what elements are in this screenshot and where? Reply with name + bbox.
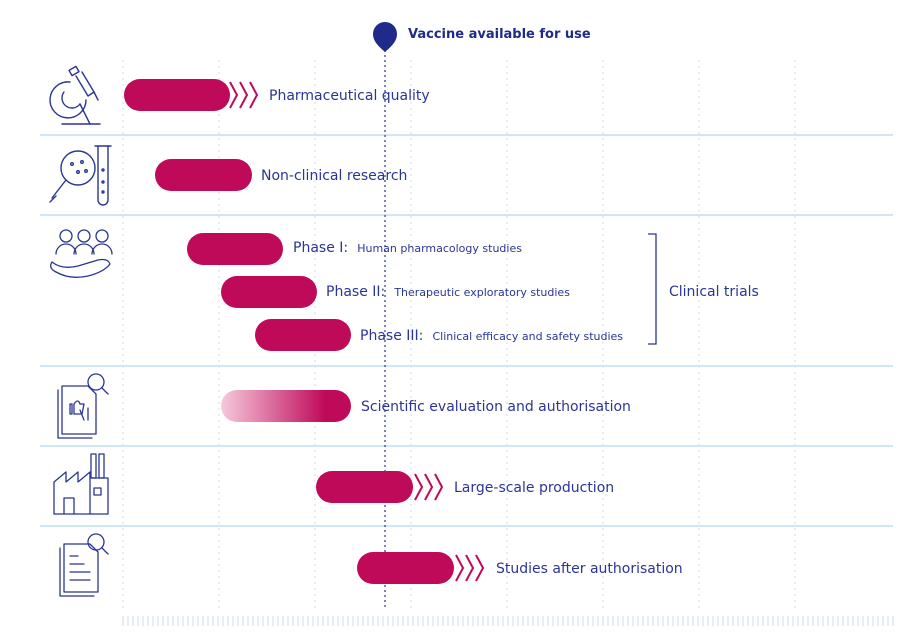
phase-2-label: Phase II: Therapeutic exploratory studie… (326, 281, 570, 300)
phase-1-label: Phase I: Human pharmacology studies (293, 237, 522, 256)
timeline-ruler (122, 616, 894, 626)
row-non-clinical-research: Non-clinical research (49, 145, 407, 206)
phase-1-prefix: Phase I: (293, 240, 348, 256)
phase-2-detail: Therapeutic exploratory studies (393, 286, 570, 299)
chevron-arrows-icon (455, 554, 485, 582)
factory-icon (53, 453, 109, 515)
phase-3-detail: Clinical efficacy and safety studies (432, 330, 623, 343)
phase-3-prefix: Phase III: (360, 328, 423, 344)
row-studies-after-authorisation: Studies after authorisation (59, 533, 683, 597)
row-label: Non-clinical research (261, 168, 407, 184)
bar-phase-3 (255, 319, 351, 351)
bar-phase-2 (221, 276, 317, 308)
people-hands-icon (50, 229, 113, 278)
row-label: Large-scale production (454, 480, 614, 496)
row-label: Studies after authorisation (496, 561, 683, 577)
phase-3-label: Phase III: Clinical efficacy and safety … (360, 325, 623, 344)
test-tube-magnifier-icon (49, 145, 112, 206)
bar-studies-after-authorisation (357, 552, 454, 584)
chevron-arrows-icon (414, 473, 444, 501)
bar-pharmaceutical-quality (124, 79, 230, 111)
document-review-icon (57, 373, 109, 439)
row-clinical-trials: Phase I: Human pharmacology studies Phas… (50, 229, 759, 351)
group-label: Clinical trials (669, 284, 759, 300)
row-scientific-evaluation: Scientific evaluation and authorisation (57, 373, 631, 439)
row-pharmaceutical-quality: Pharmaceutical quality (49, 65, 430, 125)
bar-non-clinical-research (155, 159, 252, 191)
bar-phase-1 (187, 233, 283, 265)
phase-2-prefix: Phase II: (326, 284, 385, 300)
row-label: Pharmaceutical quality (269, 88, 430, 104)
milestone-label: Vaccine available for use (408, 27, 591, 42)
group-bracket (648, 233, 657, 345)
location-pin-icon (373, 22, 397, 52)
microscope-icon (49, 65, 101, 125)
grid-lines (122, 60, 796, 610)
document-search-icon (59, 533, 109, 597)
chevron-arrows-icon (229, 81, 259, 109)
phase-1-detail: Human pharmacology studies (357, 242, 522, 255)
bar-scientific-evaluation (221, 390, 351, 422)
row-large-scale-production: Large-scale production (53, 453, 614, 515)
row-label: Scientific evaluation and authorisation (361, 399, 631, 415)
bar-large-scale-production (316, 471, 413, 503)
row-dividers (40, 134, 893, 527)
